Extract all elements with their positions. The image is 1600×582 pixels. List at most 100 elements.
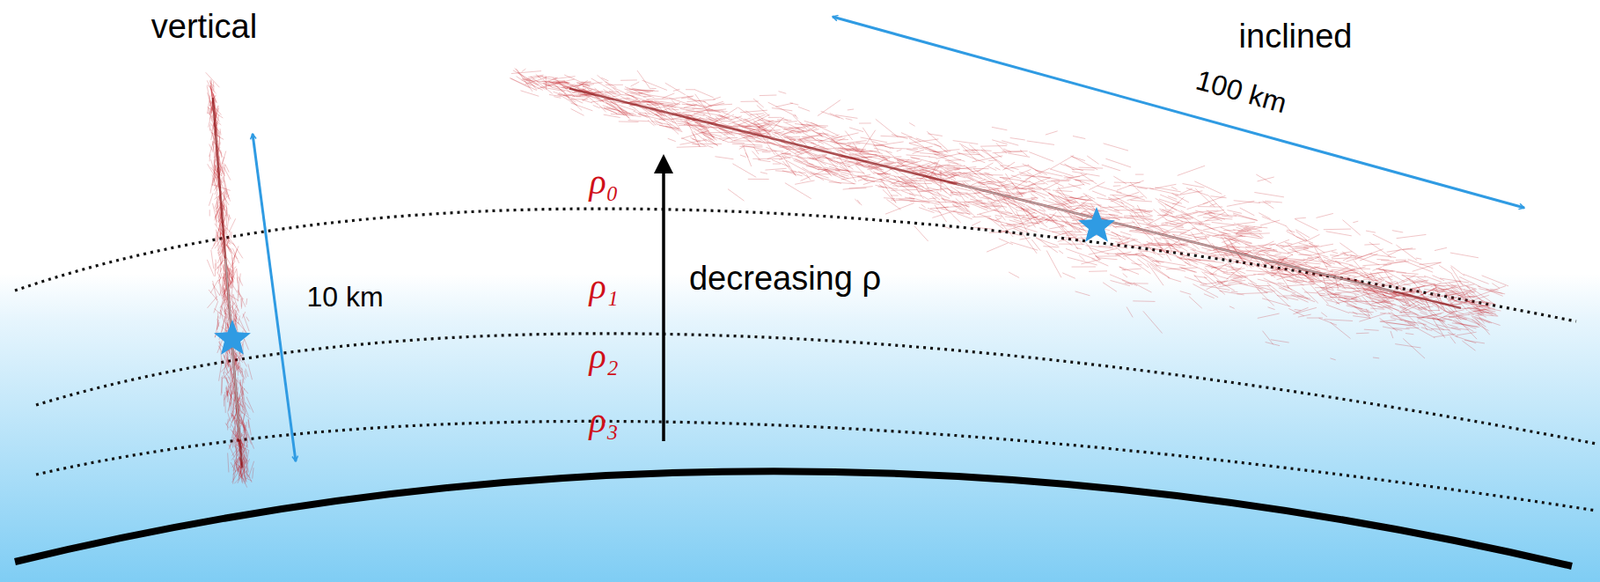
particle-track — [1078, 167, 1104, 169]
particle-track — [807, 156, 814, 159]
particle-track — [794, 124, 827, 128]
particle-track — [232, 433, 234, 448]
particle-track — [1088, 270, 1108, 272]
particle-track — [242, 422, 245, 433]
earth-surface — [14, 470, 1572, 566]
particle-track — [995, 216, 1013, 237]
particle-track — [1220, 271, 1228, 272]
particle-track — [933, 154, 959, 165]
particle-track — [988, 159, 997, 162]
particle-track — [845, 118, 853, 121]
particle-track — [211, 249, 214, 269]
particle-track — [233, 245, 239, 258]
particle-track — [1306, 317, 1323, 319]
particle-track — [1325, 265, 1356, 270]
particle-track — [244, 402, 250, 410]
particle-track — [233, 464, 235, 471]
particle-track — [998, 183, 1013, 187]
particle-track — [1231, 291, 1239, 294]
particle-track — [219, 162, 221, 170]
particle-track — [245, 469, 248, 482]
particle-track — [246, 429, 255, 449]
particle-track — [227, 359, 233, 380]
particle-track — [1254, 191, 1285, 197]
particle-track — [1464, 339, 1485, 344]
particle-track — [1249, 280, 1261, 292]
particle-track — [217, 311, 219, 318]
particle-track — [223, 372, 226, 380]
particle-track — [232, 248, 239, 264]
particle-track — [208, 107, 213, 127]
particle-track — [886, 151, 895, 157]
particle-track — [914, 225, 929, 242]
particle-track — [223, 288, 226, 301]
particle-track — [226, 256, 233, 269]
particle-track — [1236, 227, 1243, 229]
particle-track — [1171, 186, 1178, 190]
particle-track — [218, 266, 220, 273]
particle-track — [1205, 280, 1226, 290]
particle-track — [231, 256, 234, 273]
particle-track — [230, 231, 232, 238]
particle-track — [242, 390, 246, 412]
particle-track — [1329, 358, 1336, 360]
particle-track — [971, 220, 981, 226]
particle-track — [1045, 131, 1058, 135]
particle-track — [1222, 284, 1231, 286]
particle-track — [873, 172, 886, 175]
particle-track — [1188, 233, 1203, 236]
particle-track — [953, 140, 979, 145]
particle-track — [943, 149, 960, 152]
particle-track — [221, 150, 227, 165]
particle-track — [1363, 278, 1373, 280]
particle-track — [237, 293, 239, 301]
particle-track — [241, 378, 243, 397]
particle-track — [232, 269, 235, 275]
particle-track — [226, 377, 229, 383]
particle-track — [1155, 260, 1186, 266]
particle-track — [220, 374, 223, 396]
particle-track — [1035, 236, 1058, 252]
particle-track — [209, 141, 214, 157]
particle-track — [1304, 262, 1322, 265]
particle-track — [1135, 174, 1145, 176]
particle-track — [243, 337, 249, 350]
particle-track — [1098, 205, 1123, 214]
particle-track — [1253, 263, 1259, 266]
particle-track — [1010, 167, 1019, 170]
particle-track — [1065, 234, 1088, 236]
particle-track — [1125, 256, 1152, 274]
particle-track — [691, 132, 697, 138]
particle-track — [1392, 230, 1403, 233]
particle-track — [854, 198, 860, 204]
density-layers — [14, 208, 1597, 511]
particle-track — [1203, 224, 1234, 230]
particle-track — [1048, 209, 1057, 211]
particle-track — [1049, 168, 1073, 177]
particle-track — [1257, 278, 1282, 285]
particle-track — [1075, 291, 1091, 296]
particle-track — [1262, 298, 1292, 307]
particle-track — [1247, 283, 1276, 292]
particle-track — [238, 352, 243, 364]
particle-track — [248, 418, 251, 435]
particle-track — [223, 264, 225, 279]
particle-track — [732, 143, 763, 146]
particle-track — [244, 370, 247, 379]
particle-track — [1108, 242, 1129, 247]
particle-track — [1010, 138, 1026, 140]
particle-track — [223, 164, 226, 183]
particle-track — [739, 146, 763, 148]
particle-track — [1122, 272, 1128, 278]
particle-track — [1230, 277, 1240, 279]
particle-track — [227, 418, 229, 431]
particle-track — [1137, 258, 1149, 268]
particle-track — [226, 190, 228, 198]
particle-track — [235, 458, 239, 466]
particle-track — [1201, 247, 1212, 250]
particle-track — [1294, 308, 1302, 310]
particle-track — [991, 126, 1008, 130]
particle-track — [1199, 259, 1225, 263]
particle-track — [1007, 202, 1017, 206]
